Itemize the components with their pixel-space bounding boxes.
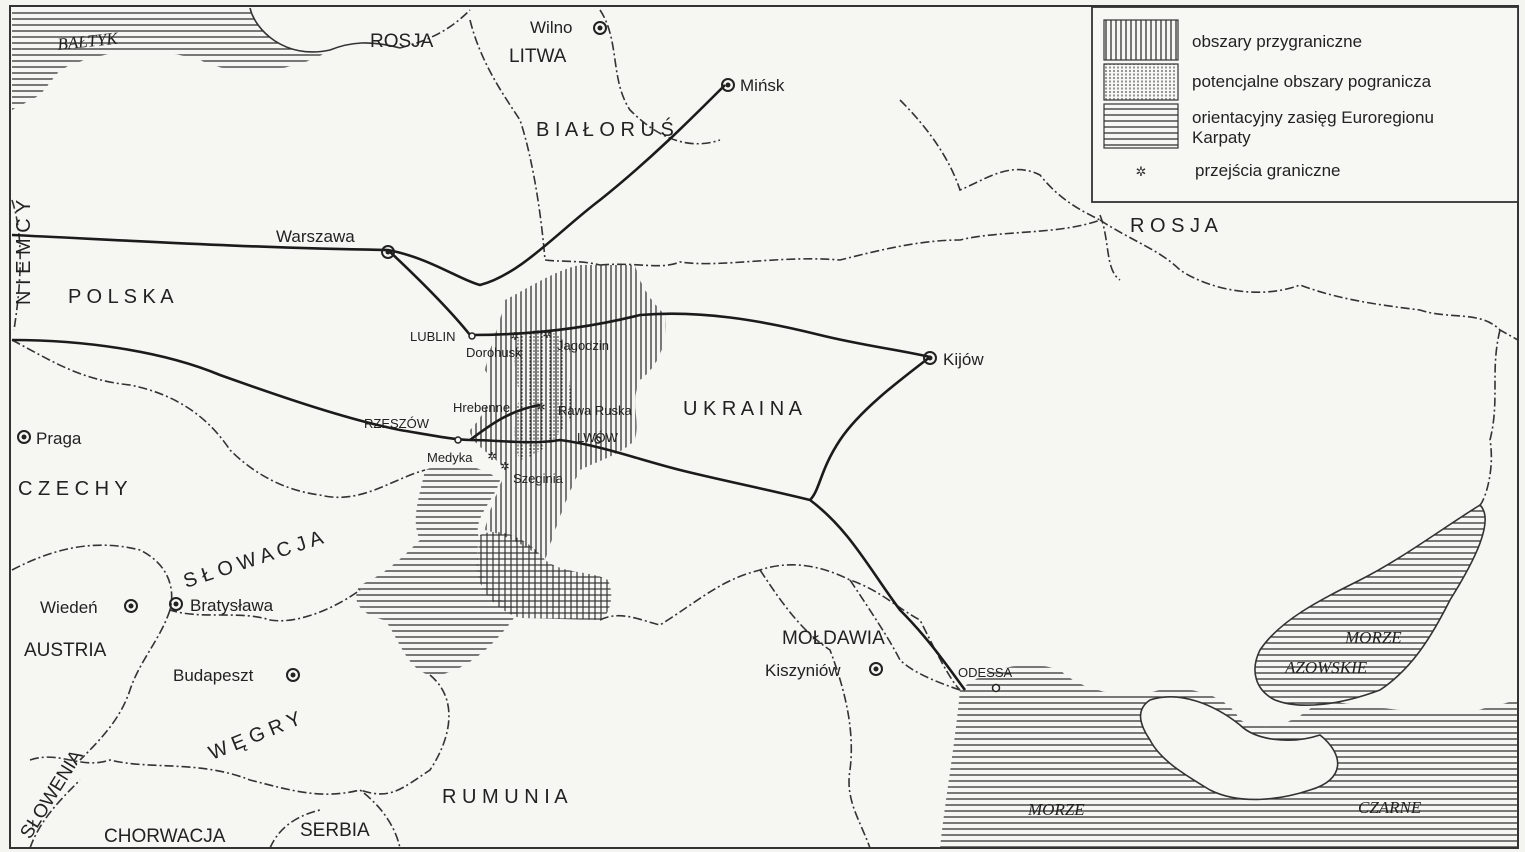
road-lublin-kijow — [469, 312, 931, 359]
border-lithuania — [599, 9, 721, 145]
marker-kiszyniow — [869, 662, 883, 676]
legend-swatch-potential — [1103, 63, 1179, 101]
border-1 — [399, 9, 471, 49]
label-kiszyniow: Kiszyniów — [765, 661, 841, 680]
marker-rzeszow — [454, 436, 462, 444]
border-slovakia-hungary — [11, 544, 361, 622]
border-russia-east — [1479, 329, 1501, 506]
label-hrebenne: Hrebenne — [453, 400, 510, 415]
label-szeginia: Szeginia — [513, 471, 564, 486]
label-wilno: Wilno — [530, 18, 573, 37]
label-odessa: ODESSA — [958, 665, 1013, 680]
label-black-2: CZARNE — [1358, 798, 1422, 817]
label-azov-1: MORZE — [1344, 628, 1402, 647]
label-dorohusk: Dorohusk — [466, 345, 522, 360]
marker-wilno — [593, 21, 607, 35]
marker-bratyslawa — [169, 597, 183, 611]
border-slovenia — [29, 779, 81, 849]
legend-label-euroregion-1: orientacyjny zasięg Euroregionu — [1192, 108, 1434, 127]
label-black-1: MORZE — [1027, 800, 1085, 819]
marker-odessa — [991, 683, 1001, 693]
marker-kijow — [923, 351, 937, 365]
border-moldova-romania — [759, 569, 871, 849]
label-kijow: Kijów — [943, 350, 984, 369]
label-moldova: MOŁDAWIA — [782, 628, 885, 649]
road-kijow-south — [809, 355, 931, 501]
crossing-icon-hrebenne: ✲ — [536, 402, 545, 414]
label-warszawa: Warszawa — [276, 227, 355, 246]
crimea — [1139, 696, 1339, 801]
label-lwow: LWÓW — [577, 430, 619, 445]
border-austria-hungary — [79, 609, 171, 761]
border-poland-belarus — [469, 19, 601, 266]
marker-lwow — [594, 436, 602, 444]
label-germany: N I E M C Y — [13, 200, 35, 305]
baltic-coast — [249, 7, 401, 53]
border-romania-ukraine — [599, 564, 961, 691]
crossing-icon-medyka: ✲ — [487, 451, 496, 463]
label-medyka: Medyka — [427, 450, 473, 465]
marker-wieden — [124, 599, 138, 613]
marker-budapeszt — [286, 668, 300, 682]
label-ukraine: U K R A I N A — [683, 398, 803, 420]
legend-swatch-euroregion — [1103, 103, 1179, 149]
marker-lublin — [468, 332, 476, 340]
label-praga: Praga — [36, 429, 82, 448]
road-warszawa-minsk — [11, 84, 726, 287]
city-markers: ✲ ✲ ✲ ✲ ✲ — [17, 21, 1001, 693]
border-belarus-ukraine — [599, 219, 1101, 267]
crossing-icon-jagodzin: ✲ — [542, 329, 551, 341]
label-lublin: LUBLIN — [410, 329, 456, 344]
crossing-icon-szeginia: ✲ — [500, 461, 509, 473]
border-belarus-russia — [899, 99, 1101, 221]
label-bratyslawa: Bratysława — [190, 596, 274, 615]
marker-praga — [17, 430, 31, 444]
label-romania: R U M U N I A — [442, 786, 568, 808]
road-warszawa-lublin — [387, 249, 472, 336]
marker-warszawa — [381, 245, 395, 259]
label-serbia: SERBIA — [300, 820, 370, 841]
border-croatia-hungary — [29, 756, 401, 849]
border-serbia — [269, 809, 321, 849]
border-ukraine-russia — [1099, 219, 1519, 341]
label-rawa-ruska: Rawa Ruska — [558, 403, 632, 418]
legend-label-crossings: przejścia graniczne — [1195, 161, 1341, 180]
label-azov-2: AZOWSKIE — [1284, 658, 1368, 677]
road-praga-odessa — [11, 338, 967, 691]
potential-border-areas — [514, 330, 572, 460]
legend-swatch-border-areas — [1103, 19, 1179, 61]
road-lwow-rawa — [469, 403, 541, 442]
label-rzeszow: RZESZÓW — [364, 416, 430, 431]
label-russia-north: ROSJA — [370, 31, 434, 52]
euroregion-area-southwest — [356, 464, 520, 676]
border-moldova-ukraine — [849, 579, 961, 691]
crossing-icon-dorohusk: ✲ — [510, 331, 519, 343]
label-austria: AUSTRIA — [24, 640, 107, 661]
label-russia-east: R O S J A — [1130, 215, 1218, 237]
label-czech: C Z E C H Y — [18, 478, 128, 500]
legend-label-euroregion-2: Karpaty — [1192, 128, 1251, 147]
border-russia-ukraine-north — [1099, 214, 1121, 281]
border-poland-czech-slovakia — [11, 339, 426, 499]
label-minsk: Mińsk — [740, 76, 785, 95]
label-poland: P O L S K A — [68, 286, 174, 308]
border-hungary-romania — [359, 674, 450, 795]
legend-crossing-icon: ✲ — [1136, 164, 1147, 179]
label-budapeszt: Budapeszt — [173, 666, 254, 685]
baltic-sea — [12, 8, 330, 110]
marker-minsk — [721, 78, 735, 92]
label-croatia: CHORWACJA — [104, 826, 226, 847]
legend-label-border-areas: obszary przygraniczne — [1192, 32, 1362, 51]
label-jagodzin: Jagodzin — [557, 338, 609, 353]
legend-label-potential: potencjalne obszary pogranicza — [1192, 72, 1432, 91]
euroregion-grid-area — [476, 531, 612, 620]
label-lithuania: LITWA — [509, 46, 567, 67]
azov-sea — [1254, 503, 1486, 706]
label-belarus: B I A Ł O R U Ś — [536, 117, 674, 141]
label-wieden: Wiedeń — [40, 598, 98, 617]
